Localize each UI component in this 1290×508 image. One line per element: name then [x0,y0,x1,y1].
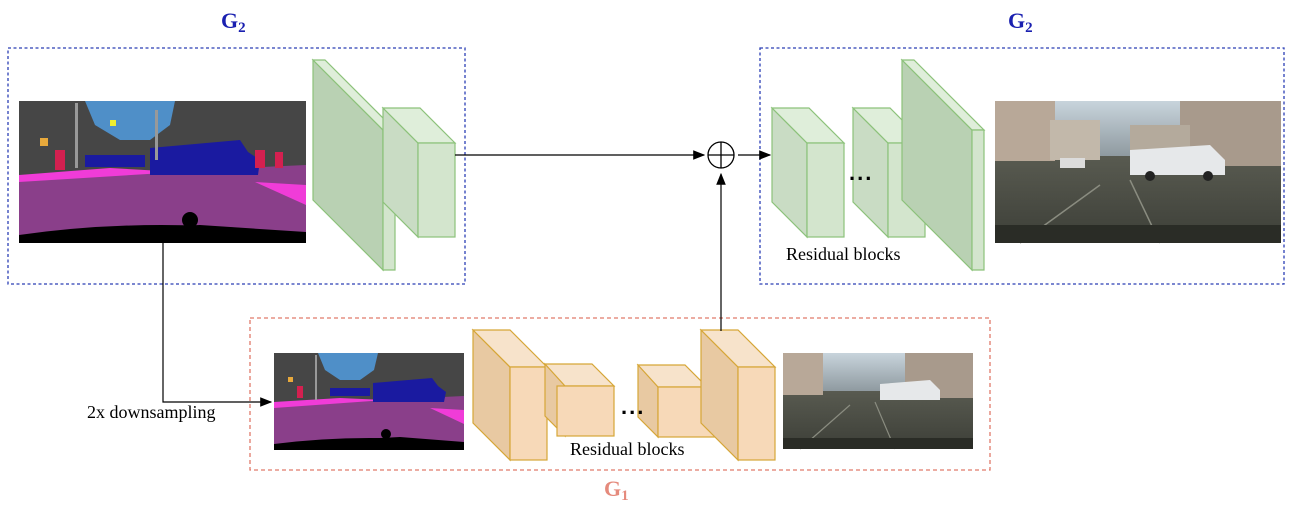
g2-left-frame [7,47,466,285]
output-photo-large [995,101,1281,244]
g1-frame [249,317,991,471]
g1-label: G1 [604,476,629,504]
ellipsis-top: ... [849,160,874,185]
residual-blocks-label-bottom: Residual blocks [570,439,685,459]
semantic-map-small [274,353,464,450]
downsampling-label: 2x downsampling [87,402,216,422]
g1-decoder-block-large [699,328,777,462]
g2-residual-block-1 [770,106,846,239]
g1-residual-block-1 [543,362,616,438]
sum-operator-icon [707,141,735,169]
g2-decoder-block-large [900,58,986,272]
g1-encoder-block-large [471,328,549,462]
g2-right-label: G2 [1008,8,1033,36]
ellipsis-bottom: ... [621,394,646,419]
g2-encoder-block-small [381,106,457,239]
g2-encoder-block-large [311,58,397,272]
semantic-map-large [19,101,306,243]
output-photo-small [783,353,973,450]
g2-left-label: G2 [221,8,246,36]
residual-blocks-label-top: Residual blocks [786,244,901,264]
arrow-downsampling [162,243,273,407]
